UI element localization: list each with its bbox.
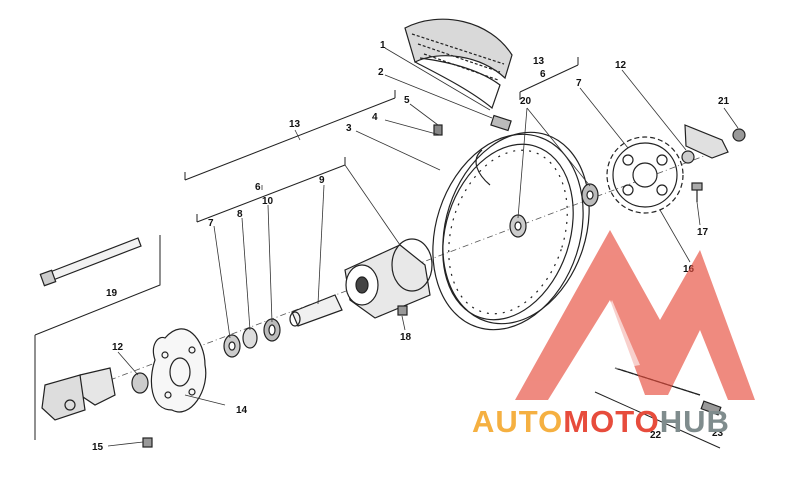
callout-3: 3 [346,123,352,134]
watermark-word-moto: MOTO [563,404,659,439]
callout-9: 9 [319,175,325,186]
callout-12-right: 12 [615,60,627,71]
callout-labels: 1 2 3 4 5 6 6 7 7 8 9 10 12 12 13 13 14 … [92,40,730,453]
callout-8: 8 [237,209,243,220]
callout-23: 23 [712,428,724,439]
callout-17: 17 [697,227,709,238]
watermark-word-hub: HUB [660,404,730,439]
callout-16: 16 [683,264,695,275]
group-bracket-6-left [196,157,346,223]
leader-lines [107,47,739,447]
watermark-text: AUTOMOTOHUB [472,404,730,439]
spacer-tube [289,294,343,327]
callout-15: 15 [92,442,104,453]
callout-22: 22 [650,430,662,441]
wheel-rim [432,131,590,331]
disc-bolt [142,437,153,448]
wheel-hub [344,238,433,319]
group-bracket-13-right [519,57,579,100]
sprocket-bolt [691,182,703,202]
watermark-logo-mark [515,230,755,400]
hub-bolt [397,305,408,316]
brake-disc [150,328,207,413]
group-bracket-13-left [184,90,396,181]
callout-6-right: 6 [540,69,546,80]
svg-text:AUTOMOTOHUB: AUTOMOTOHUB [472,404,730,439]
callout-1: 1 [380,40,386,51]
callout-2: 2 [378,67,384,78]
callout-12-left: 12 [112,342,124,353]
right-chain-adjuster [681,124,746,164]
callout-10: 10 [262,196,274,207]
callout-13-right: 13 [533,56,545,67]
callout-21: 21 [718,96,730,107]
right-bearings [509,183,599,238]
callout-5: 5 [404,95,410,106]
callout-20: 20 [520,96,532,107]
left-bearings [223,318,281,358]
callout-6-left: 6 [255,182,261,193]
callout-4: 4 [372,112,378,123]
callout-7-right: 7 [576,78,582,89]
callout-7-left: 7 [208,218,214,229]
watermark-word-auto: AUTO [472,404,563,439]
callout-13-left: 13 [289,119,301,130]
left-chain-adjuster [41,367,149,421]
watermark-logo [515,230,755,400]
rear-sprocket [606,136,684,214]
callout-14: 14 [236,405,248,416]
tire-segment [404,18,513,110]
callout-19: 19 [106,288,118,299]
wheel-axle [34,235,161,440]
callout-18: 18 [400,332,412,343]
